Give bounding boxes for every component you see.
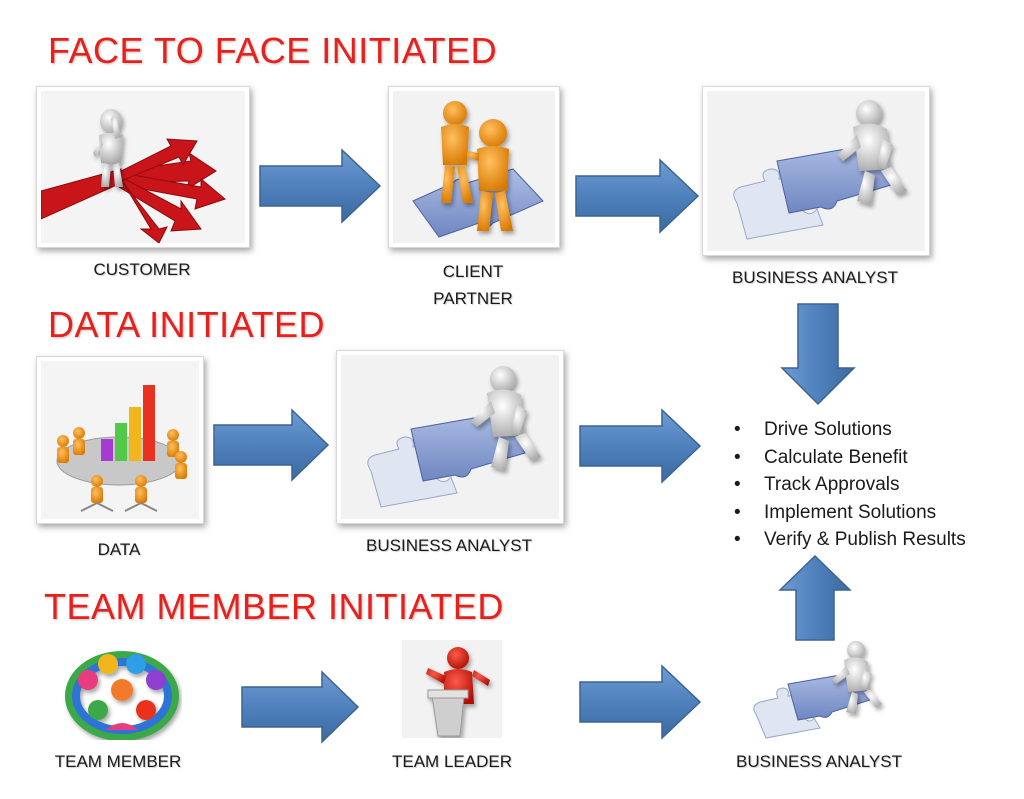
node-label-team-member: TEAM MEMBER — [54, 752, 182, 771]
node-label-customer: CUSTOMER — [93, 260, 191, 279]
section-title-team-member: TEAM MEMBER INITIATED — [44, 586, 504, 627]
flow-arrow-member-to-leader — [240, 670, 360, 744]
business-analyst-puzzle-icon-1 — [707, 91, 925, 251]
node-label-client-partner-line2: PARTNER — [433, 289, 513, 308]
bullet-icon: • — [734, 529, 741, 550]
flow-arrow-analyst-to-outcomes — [578, 408, 702, 484]
flow-arrow-analyst-up-to-outcomes — [778, 554, 852, 642]
outcome-item: • Implement Solutions — [734, 499, 966, 527]
outcome-text: Drive Solutions — [764, 419, 892, 440]
data-image — [36, 356, 204, 524]
bullet-icon: • — [734, 501, 741, 523]
node-label-data: DATA — [97, 540, 141, 559]
bullet-icon: • — [734, 474, 741, 495]
team-leader-podium-icon — [402, 640, 502, 738]
business-analyst-image-3 — [742, 636, 894, 742]
outcome-item: • Track Approvals — [734, 471, 966, 499]
customer-image — [36, 86, 250, 248]
flow-arrow-analyst-down-to-outcomes — [780, 302, 856, 406]
business-analyst-image-1 — [702, 86, 930, 256]
flow-arrow-customer-to-client — [258, 148, 382, 224]
node-label-business-analyst-2: BUSINESS ANALYST — [366, 536, 532, 555]
customer-crossroads-icon — [41, 91, 245, 243]
outcome-item: • Drive Solutions — [734, 416, 966, 444]
node-label-business-analyst-3: BUSINESS ANALYST — [736, 752, 902, 771]
outcome-item: • Verify & Publish Results — [734, 526, 966, 554]
business-analyst-puzzle-icon-3 — [753, 641, 882, 739]
outcome-text: Verify & Publish Results — [764, 529, 966, 550]
outcome-item: • Calculate Benefit — [734, 444, 966, 472]
outcomes-list: • Drive Solutions • Calculate Benefit • Tra… — [734, 416, 966, 554]
node-label-client-partner-line1: CLIENT — [442, 262, 504, 281]
client-partner-image — [388, 86, 560, 248]
bullet-icon: • — [734, 446, 741, 468]
team-leader-image — [402, 640, 502, 738]
node-label-business-analyst-1: BUSINESS ANALYST — [732, 268, 898, 287]
flow-arrow-leader-to-analyst — [578, 664, 702, 740]
flow-arrow-data-to-analyst — [212, 408, 330, 482]
business-analyst-image-2 — [336, 350, 564, 524]
client-partner-puzzle-icon — [393, 91, 555, 243]
bullet-icon: • — [734, 419, 741, 440]
section-title-data: DATA INITIATED — [48, 304, 326, 345]
outcome-text: Implement Solutions — [764, 501, 937, 523]
outcome-text: Track Approvals — [764, 474, 900, 495]
data-meeting-chart-icon — [41, 361, 199, 519]
business-analyst-puzzle-icon-2 — [341, 355, 559, 519]
team-member-group-icon — [65, 651, 179, 740]
outcome-text: Calculate Benefit — [764, 446, 908, 468]
flow-arrow-client-to-analyst — [574, 158, 700, 234]
team-member-image — [62, 640, 182, 740]
section-title-face-to-face: FACE TO FACE INITIATED — [48, 30, 498, 71]
node-label-team-leader: TEAM LEADER — [392, 752, 512, 771]
